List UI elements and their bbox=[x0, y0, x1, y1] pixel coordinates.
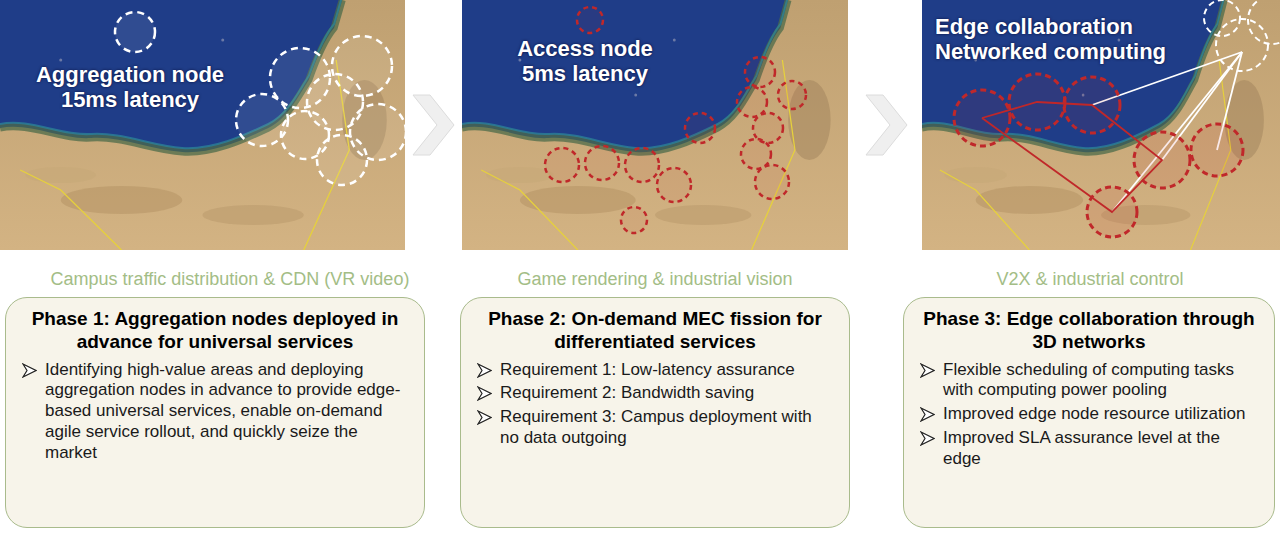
coverage-circle bbox=[281, 111, 329, 159]
coverage-circle bbox=[685, 113, 715, 143]
coverage-circle bbox=[753, 113, 783, 143]
map-label: Edge collaboration Networked computing bbox=[935, 14, 1167, 65]
map-terrain bbox=[0, 0, 405, 250]
bullet-arrow bbox=[22, 363, 37, 378]
coverage-circle bbox=[1191, 124, 1243, 176]
coverage-circle bbox=[1087, 187, 1137, 237]
bullet-item: Requirement 3: Campus deployment with no… bbox=[477, 407, 833, 448]
bullet-arrow bbox=[477, 386, 492, 401]
bullet-arrow-shape bbox=[921, 408, 934, 421]
coverage-circle bbox=[745, 57, 775, 87]
bullet-arrow-shape bbox=[478, 411, 491, 424]
network-link bbox=[1112, 52, 1242, 212]
bullet-item: Flexible scheduling of computing tasks w… bbox=[920, 360, 1258, 401]
bullet-text: Identifying high-value areas and deployi… bbox=[45, 360, 408, 464]
access-circles bbox=[954, 74, 1243, 237]
bullet-item: Improved SLA assurance level at the edge bbox=[920, 428, 1258, 469]
coverage-circle bbox=[1009, 74, 1065, 130]
coverage-circle bbox=[1134, 132, 1190, 188]
phase-heading: Phase 1: Aggregation nodes deployed in a… bbox=[22, 308, 408, 354]
bullet-arrow-shape bbox=[23, 364, 36, 377]
bullet-text: Requirement 1: Low-latency assurance bbox=[500, 360, 795, 381]
map-panel bbox=[0, 0, 405, 250]
coverage-circle bbox=[778, 81, 806, 109]
coverage-circle bbox=[1064, 77, 1120, 133]
bullet-text: Improved SLA assurance level at the edge bbox=[943, 428, 1258, 469]
panel-caption: V2X & industrial control bbox=[895, 269, 1280, 291]
map-panel bbox=[462, 0, 848, 250]
bullet-text: Requirement 2: Bandwidth saving bbox=[500, 383, 754, 404]
aggregation-circles bbox=[1204, 0, 1280, 71]
coverage-circle bbox=[115, 12, 155, 52]
bullet-item: Improved edge node resource utilization bbox=[920, 404, 1258, 425]
phase-box: Phase 2: On-demand MEC fission for diffe… bbox=[460, 297, 850, 528]
bullet-item: Identifying high-value areas and deployi… bbox=[22, 360, 408, 464]
chevron-arrow bbox=[413, 95, 454, 155]
map-terrain bbox=[922, 0, 1280, 250]
coverage-circle bbox=[755, 165, 789, 199]
coverage-circle bbox=[236, 94, 288, 146]
bullet-text: Flexible scheduling of computing tasks w… bbox=[943, 360, 1258, 401]
coverage-circle bbox=[1248, 0, 1280, 44]
bullet-arrow-shape bbox=[478, 387, 491, 400]
bullet-arrow bbox=[920, 431, 935, 446]
coverage-circle bbox=[577, 7, 603, 33]
coverage-circle bbox=[621, 207, 647, 233]
chevron-arrow bbox=[866, 95, 907, 155]
coverage-circle bbox=[545, 148, 579, 182]
map-panel bbox=[922, 0, 1280, 250]
bullet-arrow bbox=[920, 363, 935, 378]
bullet-arrow-shape bbox=[921, 364, 934, 377]
bullet-item: Requirement 1: Low-latency assurance bbox=[477, 360, 833, 381]
map-label: Aggregation node 15ms latency bbox=[25, 62, 235, 113]
bullet-arrow bbox=[920, 407, 935, 422]
panel-caption: Campus traffic distribution & CDN (VR vi… bbox=[10, 269, 450, 291]
coverage-circle bbox=[657, 168, 691, 202]
phase-heading: Phase 2: On-demand MEC fission for diffe… bbox=[477, 308, 833, 354]
coverage-circle bbox=[954, 90, 1010, 146]
phase-box: Phase 3: Edge collaboration through 3D n… bbox=[903, 297, 1275, 528]
coverage-circle bbox=[585, 146, 619, 180]
bullet-text: Requirement 3: Campus deployment with no… bbox=[500, 407, 833, 448]
phase-box: Phase 1: Aggregation nodes deployed in a… bbox=[5, 297, 425, 528]
bullet-text: Improved edge node resource utilization bbox=[943, 404, 1245, 425]
bullet-arrow-shape bbox=[921, 432, 934, 445]
coverage-circle bbox=[332, 36, 392, 96]
coverage-circle bbox=[737, 87, 767, 117]
map-terrain bbox=[462, 0, 848, 250]
panel-caption: Game rendering & industrial vision bbox=[455, 269, 855, 291]
map-label: Access node 5ms latency bbox=[505, 36, 665, 87]
phase-heading: Phase 3: Edge collaboration through 3D n… bbox=[920, 308, 1258, 354]
bullet-arrow bbox=[477, 410, 492, 425]
bullet-item: Requirement 2: Bandwidth saving bbox=[477, 383, 833, 404]
coverage-circle bbox=[625, 148, 659, 182]
coverage-circle bbox=[1204, 0, 1240, 36]
coverage-circle bbox=[1216, 19, 1268, 71]
bullet-arrow-shape bbox=[478, 364, 491, 377]
bullet-arrow bbox=[477, 363, 492, 378]
coverage-circle bbox=[741, 139, 771, 169]
